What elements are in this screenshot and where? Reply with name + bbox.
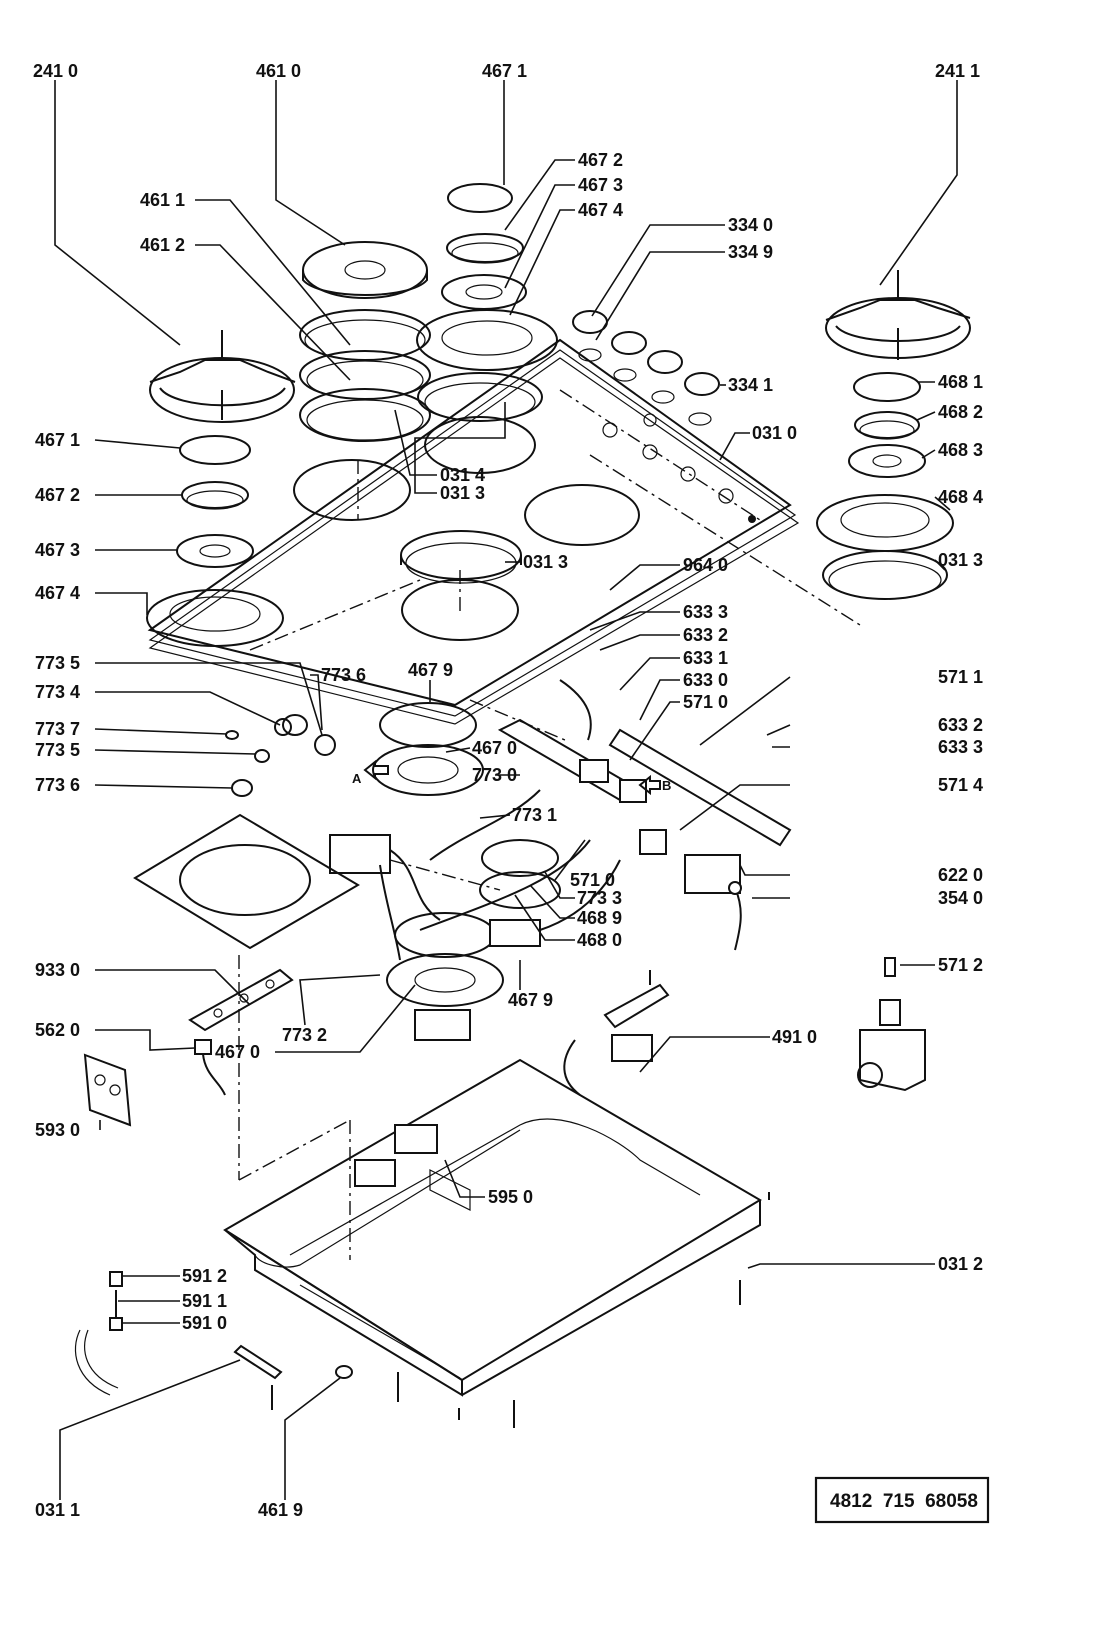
label-4612: 461 2: [140, 235, 185, 255]
view-markers: A B: [352, 759, 671, 796]
label-0314: 031 4: [440, 465, 485, 485]
pan-support-left: [149, 330, 296, 423]
label-4671-top: 467 1: [482, 61, 527, 81]
label-7737: 773 7: [35, 719, 80, 739]
label-3340: 334 0: [728, 215, 773, 235]
label-4672-top: 467 2: [578, 150, 623, 170]
label-5620: 562 0: [35, 1020, 80, 1040]
label-4689: 468 9: [577, 908, 622, 928]
burner-bodies: [372, 702, 561, 1041]
bracket-9330: [188, 968, 294, 1032]
label-3540: 354 0: [938, 888, 983, 908]
label-2411: 241 1: [935, 61, 980, 81]
alignment-lines: [238, 389, 861, 1260]
switch-parts: [83, 1039, 226, 1127]
label-5910: 591 0: [182, 1313, 227, 1333]
label-4679-b: 467 9: [508, 990, 553, 1010]
label-5710-a: 571 0: [683, 692, 728, 712]
document-number: 4812 715 68058: [830, 1491, 978, 1512]
label-6220: 622 0: [938, 865, 983, 885]
label-4670-b: 467 0: [215, 1042, 260, 1062]
label-5911: 591 1: [182, 1291, 227, 1311]
thermostat-6220: [684, 854, 742, 951]
label-4674-left: 467 4: [35, 583, 80, 603]
label-5710-b: 571 0: [570, 870, 615, 890]
leader-lines: [54, 80, 958, 1500]
label-4674-top: 467 4: [578, 200, 623, 220]
bottom-left-parts: [74, 1271, 353, 1410]
label-0310: 031 0: [752, 423, 797, 443]
label-0313-b: 031 3: [523, 552, 568, 572]
label-0313-a: 031 3: [440, 483, 485, 503]
label-4910: 491 0: [772, 1027, 817, 1047]
document-number-box: 4812 715 68058: [814, 1476, 990, 1524]
marker-b: B: [662, 778, 671, 793]
label-4670-a: 467 0: [472, 738, 517, 758]
label-4681: 468 1: [938, 372, 983, 392]
label-0311: 031 1: [35, 1500, 80, 1520]
ignition-module: [329, 834, 441, 961]
label-4673-top: 467 3: [578, 175, 623, 195]
mounting-block-4910: [563, 983, 670, 1096]
part-labels: 241 0 461 0 467 1 241 1 467 2 467 3 467 …: [33, 61, 983, 1520]
label-7731: 773 1: [512, 805, 557, 825]
label-5930: 593 0: [35, 1120, 80, 1140]
bottom-tray: [223, 1058, 762, 1397]
gas-rail-assembly: [419, 679, 792, 931]
label-5912: 591 2: [182, 1266, 227, 1286]
label-6332-a: 633 2: [683, 625, 728, 645]
label-7735-a: 773 5: [35, 653, 80, 673]
label-4680: 468 0: [577, 930, 622, 950]
seal-ring-center: [400, 530, 522, 584]
label-4619: 461 9: [258, 1500, 303, 1520]
label-4683: 468 3: [938, 440, 983, 460]
label-4611: 461 1: [140, 190, 185, 210]
label-5711: 571 1: [938, 667, 983, 687]
gasket-plate: [133, 813, 360, 950]
screws: [397, 970, 770, 1428]
control-knobs: [572, 310, 720, 426]
label-7735-b: 773 5: [35, 740, 80, 760]
label-9640: 964 0: [683, 555, 728, 575]
label-7732: 773 2: [282, 1025, 327, 1045]
label-9330: 933 0: [35, 960, 80, 980]
label-6333-a: 633 3: [683, 602, 728, 622]
label-0313-right: 031 3: [938, 550, 983, 570]
label-5712: 571 2: [938, 955, 983, 975]
label-2410: 241 0: [33, 61, 78, 81]
label-4679-a: 467 9: [408, 660, 453, 680]
label-6330: 633 0: [683, 670, 728, 690]
label-7730: 773 0: [472, 765, 517, 785]
label-4610: 461 0: [256, 61, 301, 81]
right-burner-parts: [816, 372, 954, 600]
left-burner-parts: [146, 435, 284, 647]
marker-a: A: [352, 771, 362, 786]
label-7736-a: 773 6: [321, 665, 366, 685]
label-7736-b: 773 6: [35, 775, 80, 795]
label-3349: 334 9: [728, 242, 773, 262]
label-7734: 773 4: [35, 682, 80, 702]
label-4673-left: 467 3: [35, 540, 80, 560]
pan-support-right: [825, 270, 971, 360]
label-0312: 031 2: [938, 1254, 983, 1274]
hob-top-plate: [147, 338, 800, 725]
label-4672-left: 467 2: [35, 485, 80, 505]
label-3341: 334 1: [728, 375, 773, 395]
large-burner-parts: [299, 241, 431, 442]
medium-burner-top-parts: [416, 183, 558, 422]
label-4671-left: 467 1: [35, 430, 80, 450]
label-7733: 773 3: [577, 888, 622, 908]
label-4684: 468 4: [938, 487, 983, 507]
label-6332-b: 633 2: [938, 715, 983, 735]
valve-5712: [857, 957, 926, 1092]
injector-parts: [225, 714, 336, 797]
label-5950: 595 0: [488, 1187, 533, 1207]
label-6333-b: 633 3: [938, 737, 983, 757]
label-6331: 633 1: [683, 648, 728, 668]
label-4682: 468 2: [938, 402, 983, 422]
label-5714: 571 4: [938, 775, 983, 795]
